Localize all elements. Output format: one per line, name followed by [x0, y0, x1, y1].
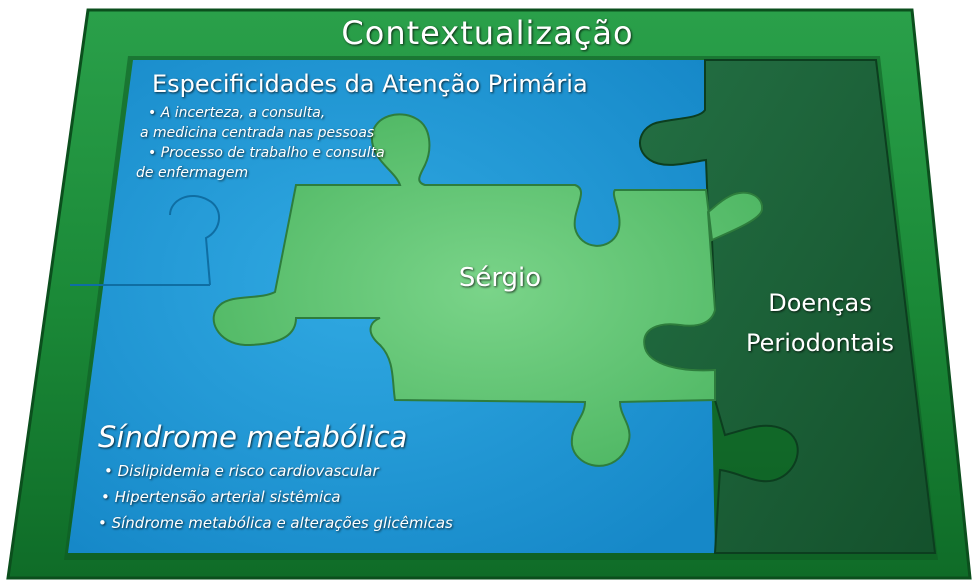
atencao-primaria-line: • Processo de trabalho e consulta	[148, 145, 385, 161]
atencao-primaria-line: de enfermagem	[136, 165, 249, 181]
sindrome-title: Síndrome metabólica	[98, 420, 408, 454]
sindrome-line: • Hipertensão arterial sistêmica	[101, 488, 341, 506]
blue-top-tab	[169, 195, 220, 286]
right-piece-label: Doenças Periodontais	[745, 289, 895, 357]
atencao-primaria-title: Especificidades da Atenção Primária	[152, 70, 588, 98]
atencao-primaria-line: • A incerteza, a consulta,	[148, 105, 326, 121]
center-piece-shape	[212, 113, 764, 467]
sindrome-line: • Dislipidemia e risco cardiovascular	[104, 462, 379, 480]
center-piece-label: Sérgio	[458, 263, 542, 293]
atencao-primaria-line: a medicina centrada nas pessoas	[140, 125, 375, 141]
sindrome-line: • Síndrome metabólica e alterações glicê…	[98, 514, 453, 532]
frame-title: Contextualização	[341, 14, 634, 52]
